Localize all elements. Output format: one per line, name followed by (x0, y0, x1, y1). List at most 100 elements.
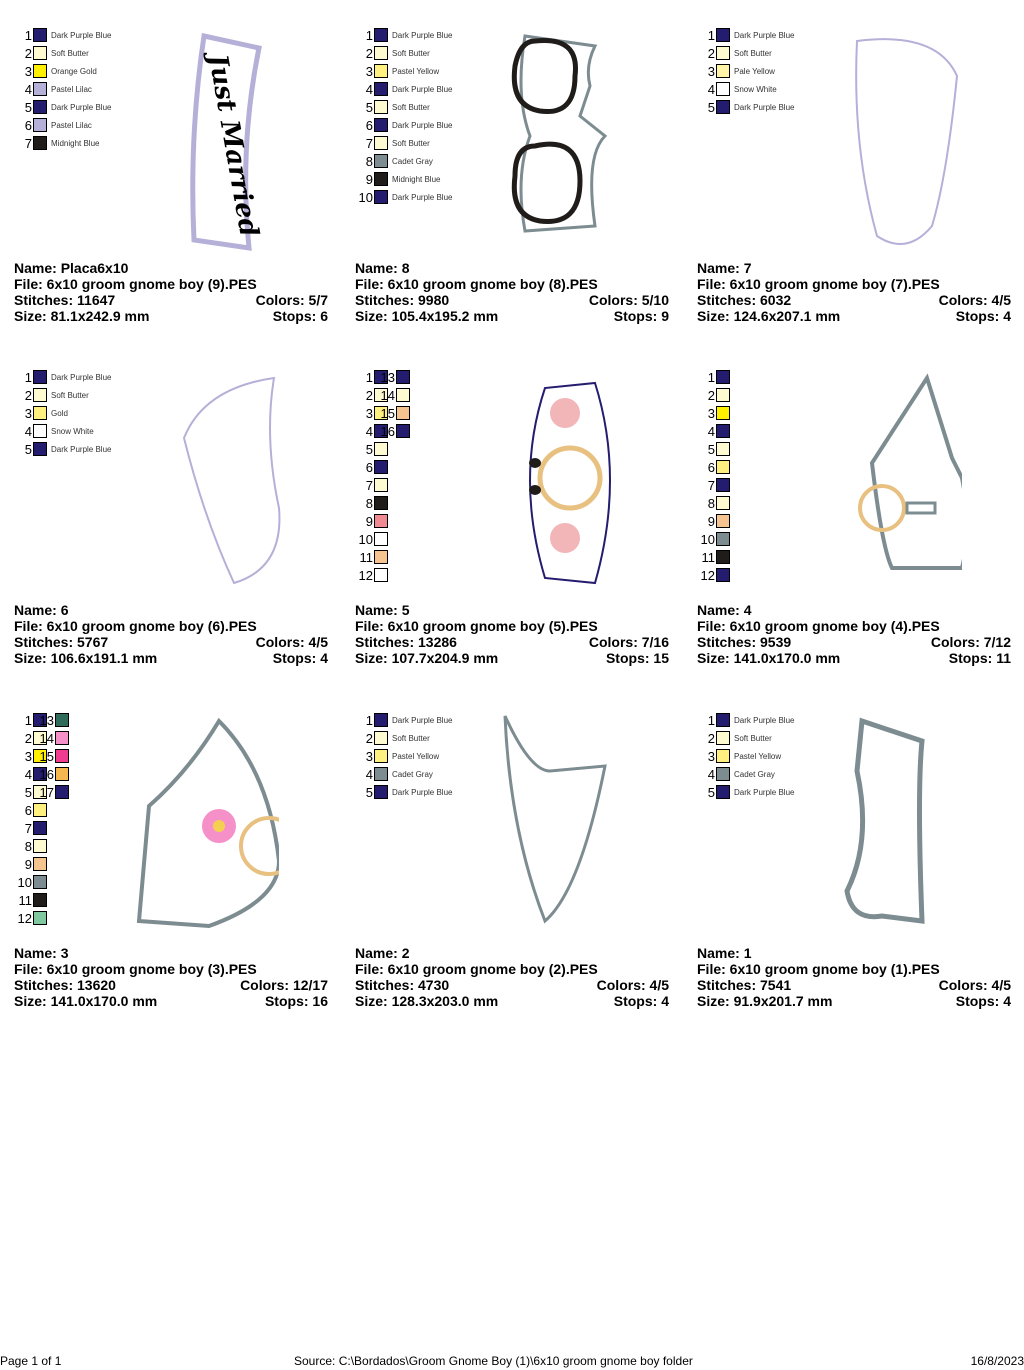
embroidery-preview[interactable] (812, 368, 969, 598)
color-name: Soft Butter (51, 48, 89, 58)
color-swatch (374, 478, 388, 492)
design-name: Name: 4 (697, 602, 752, 618)
color-swatch (33, 713, 47, 727)
swatch-number: 2 (24, 387, 32, 403)
color-name: Dark Purple Blue (392, 120, 453, 130)
swatch-number: 5 (24, 784, 32, 800)
color-swatch (396, 370, 410, 384)
color-name: Dark Purple Blue (392, 192, 453, 202)
color-name: Midnight Blue (51, 138, 100, 148)
color-swatch-item: 6 (699, 458, 730, 476)
color-swatch-item: 8 (16, 837, 47, 855)
color-name: Dark Purple Blue (734, 30, 795, 40)
color-swatch (33, 118, 47, 132)
color-swatch (55, 749, 69, 763)
swatch-number: 5 (707, 99, 715, 115)
stitch-count: Stitches: 9980 (355, 292, 450, 308)
color-swatch-item: 6 (16, 801, 47, 819)
color-swatch-item: 5 (16, 783, 47, 801)
color-name: Midnight Blue (392, 174, 441, 184)
swatch-number: 1 (24, 369, 32, 385)
color-swatch (374, 370, 388, 384)
swatch-number: 5 (24, 99, 32, 115)
swatch-number: 3 (365, 748, 373, 764)
design-info: Name: Placa6x10 File: 6x10 groom gnome b… (14, 260, 328, 324)
color-swatch-item: 9 (357, 512, 388, 530)
design-info: Name: 2 File: 6x10 groom gnome boy (2).P… (355, 945, 669, 1009)
design-file: File: 6x10 groom gnome boy (3).PES (14, 961, 257, 977)
design-name: Name: 6 (14, 602, 69, 618)
design-size: Size: 107.7x204.9 mm (355, 650, 499, 666)
color-name: Pastel Yellow (392, 66, 440, 76)
stitch-count: Stitches: 9539 (697, 634, 792, 650)
color-swatch (374, 388, 388, 402)
color-swatch (716, 28, 730, 42)
swatch-number: 3 (365, 405, 373, 421)
stitch-count: Stitches: 13620 (14, 977, 116, 993)
embroidery-preview[interactable] (505, 368, 655, 598)
color-swatch-item: 10 Dark Purple Blue (357, 188, 453, 206)
color-count: Colors: 4/5 (596, 977, 669, 993)
design-file: File: 6x10 groom gnome boy (7).PES (697, 276, 940, 292)
color-swatch (374, 496, 388, 510)
design-name: Name: 7 (697, 260, 752, 276)
design-name: Name: 3 (14, 945, 69, 961)
color-swatch (716, 406, 730, 420)
color-swatch (716, 550, 730, 564)
swatch-number: 10 (358, 189, 373, 205)
color-swatch (374, 28, 388, 42)
design-size: Size: 141.0x170.0 mm (697, 650, 841, 666)
color-swatch (374, 767, 388, 781)
swatch-number: 2 (24, 730, 32, 746)
color-swatch-item: 4 (16, 765, 47, 783)
color-swatch (33, 767, 47, 781)
color-count: Colors: 4/5 (938, 977, 1011, 993)
swatch-number: 4 (707, 81, 715, 97)
swatch-number: 6 (24, 802, 32, 818)
stitch-count: Stitches: 4730 (355, 977, 450, 993)
color-swatch-item: 11 (699, 548, 730, 566)
embroidery-preview[interactable]: Just Married (184, 26, 334, 256)
swatch-number: 7 (365, 135, 373, 151)
embroidery-preview[interactable] (485, 26, 635, 256)
color-name: Dark Purple Blue (392, 84, 453, 94)
swatch-number: 6 (365, 117, 373, 133)
swatch-number: 8 (365, 495, 373, 511)
color-swatch (33, 388, 47, 402)
swatch-number: 9 (365, 171, 373, 187)
design-size: Size: 105.4x195.2 mm (355, 308, 499, 324)
embroidery-preview[interactable] (480, 711, 630, 941)
color-swatch-item: 2 (357, 386, 388, 404)
color-swatch-item: 9 (699, 512, 730, 530)
embroidery-preview[interactable] (129, 711, 299, 941)
color-swatch-item: 9 Midnight Blue (357, 170, 441, 188)
embroidery-preview[interactable] (832, 711, 982, 941)
color-swatch (33, 857, 47, 871)
color-swatch (374, 550, 388, 564)
color-count: Colors: 7/12 (930, 634, 1011, 650)
embroidery-preview[interactable] (837, 26, 987, 256)
color-swatch-item: 1 (16, 711, 47, 729)
swatch-number: 15 (380, 405, 395, 421)
color-swatch (33, 64, 47, 78)
embroidery-preview[interactable] (154, 368, 304, 598)
swatch-number: 3 (707, 63, 715, 79)
color-name: Dark Purple Blue (51, 444, 112, 454)
color-count: Colors: 4/5 (255, 634, 328, 650)
color-name: Dark Purple Blue (392, 715, 453, 725)
color-swatch-item: 7 (16, 819, 47, 837)
color-swatch (716, 64, 730, 78)
color-swatch-item: 8 (699, 494, 730, 512)
color-name: Dark Purple Blue (51, 30, 112, 40)
color-swatch-item: 5 (357, 440, 388, 458)
stop-count: Stops: 4 (955, 308, 1011, 324)
color-swatch-item: 6 Dark Purple Blue (357, 116, 453, 134)
